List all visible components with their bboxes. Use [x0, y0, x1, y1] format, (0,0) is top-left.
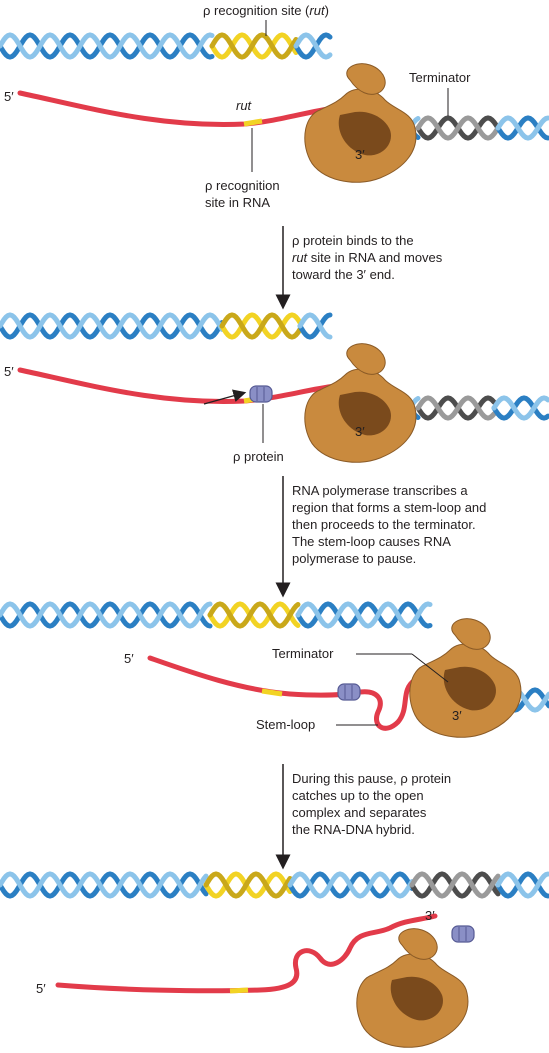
step-1-description: ρ protein binds to the rut site in RNA a… — [292, 233, 443, 282]
dna-strand — [209, 32, 299, 60]
rna-polymerase — [356, 928, 469, 1048]
stem-loop-label: Stem-loop — [256, 717, 315, 732]
dna-strand — [293, 32, 333, 60]
dna-helix — [0, 871, 549, 899]
rna-site-label-line2: site in RNA — [205, 195, 270, 210]
dna-strand — [297, 312, 333, 340]
dna-strand — [219, 312, 303, 340]
dna-strand — [0, 32, 215, 60]
panel-4: 5′ 3′ — [0, 871, 549, 1048]
three-prime-label: 3′ — [425, 908, 435, 923]
rho-protein-label: ρ protein — [233, 449, 284, 464]
terminator-label: Terminator — [409, 70, 471, 85]
three-prime-label: 3′ — [452, 708, 462, 723]
rna-polymerase — [304, 343, 417, 463]
dna-strand — [295, 601, 433, 629]
dna-strand — [203, 871, 293, 899]
five-prime-label: 5′ — [124, 651, 134, 666]
five-prime-label: 5′ — [4, 89, 14, 104]
five-prime-label: 5′ — [4, 364, 14, 379]
rho-protein — [451, 925, 475, 943]
dna-strand — [293, 32, 333, 60]
rho-protein — [249, 385, 273, 403]
rna-strand — [147, 655, 363, 698]
rho-recognition-site-label: ρ recognition site (rut) — [203, 3, 329, 18]
dna-strand — [0, 601, 213, 629]
dna-strand — [415, 115, 501, 141]
step-3-description: During this pause, ρ protein catches up … — [292, 771, 452, 837]
dna-strand — [415, 395, 497, 421]
dna-strand — [0, 32, 215, 60]
dna-strand — [209, 32, 299, 60]
released-rna — [55, 913, 438, 994]
panel-2: 5′ 3′ ρ protein — [0, 312, 549, 464]
rut-site-rna — [229, 987, 249, 994]
dna-strand — [0, 601, 213, 629]
rna-polymerase — [304, 63, 417, 183]
rut-site-rna — [261, 688, 283, 697]
dna-strand — [491, 395, 549, 421]
dna-strand — [0, 312, 225, 340]
rna-strand — [17, 90, 338, 127]
dna-strand — [203, 871, 293, 899]
dna-strand — [415, 395, 497, 421]
three-prime-label: 3′ — [355, 424, 365, 439]
rna-strand — [17, 367, 338, 404]
step-2-description: RNA polymerase transcribes a region that… — [292, 483, 487, 566]
dna-strand — [295, 601, 433, 629]
rut-site-rna — [243, 118, 263, 127]
five-prime-label: 5′ — [36, 981, 46, 996]
dna-strand — [409, 871, 501, 899]
dna-strand — [495, 871, 549, 899]
panel-3: 5′ Terminator Stem-loop 3′ — [0, 601, 549, 738]
panel-1: ρ recognition site (rut) 5′ rut Terminat… — [0, 3, 549, 210]
dna-helix — [0, 32, 549, 141]
rna-polymerase — [409, 618, 522, 738]
dna-strand — [0, 312, 225, 340]
dna-strand — [0, 871, 209, 899]
dna-strand — [297, 312, 333, 340]
rut-label: rut — [236, 98, 253, 113]
dna-strand — [409, 871, 501, 899]
dna-strand — [495, 115, 549, 141]
dna-strand — [207, 601, 301, 629]
dna-strand — [207, 601, 301, 629]
dna-strand — [0, 871, 209, 899]
dna-helix — [0, 312, 549, 421]
rna-site-label-line1: ρ recognition — [205, 178, 280, 193]
leader-line — [411, 653, 449, 683]
dna-strand — [495, 115, 549, 141]
terminator-label: Terminator — [272, 646, 334, 661]
dna-strand — [287, 871, 415, 899]
three-prime-label: 3′ — [355, 147, 365, 162]
rho-protein — [337, 683, 361, 701]
dna-strand — [495, 871, 549, 899]
dna-strand — [491, 395, 549, 421]
movement-arrow — [203, 389, 247, 405]
